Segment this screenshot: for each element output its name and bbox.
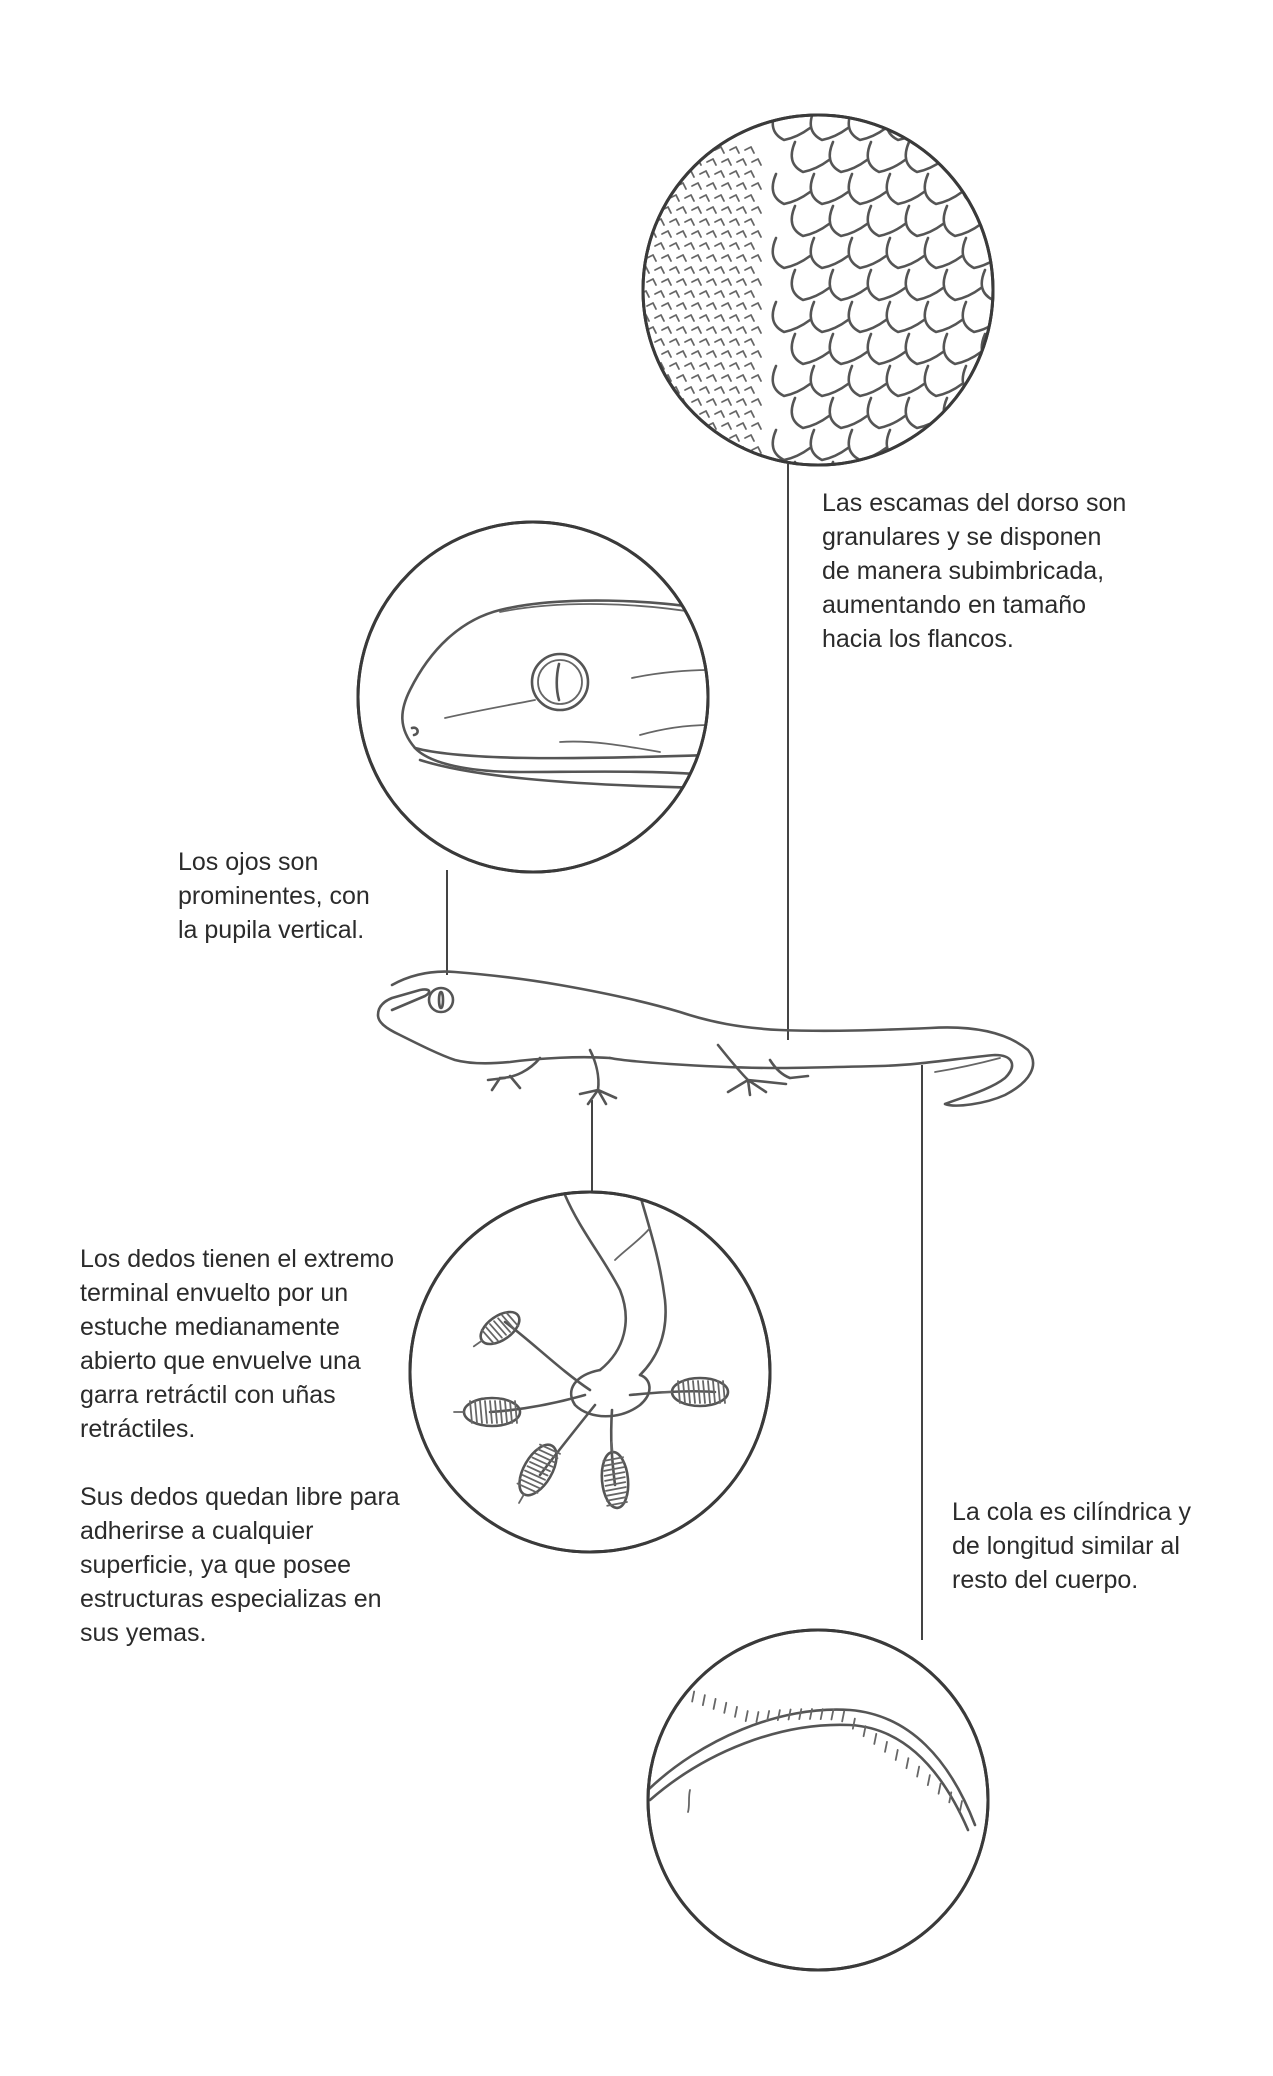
granule bbox=[692, 423, 701, 429]
granule bbox=[700, 435, 709, 441]
granule bbox=[670, 435, 679, 441]
scale bbox=[887, 110, 924, 140]
granule bbox=[655, 387, 664, 393]
granule bbox=[655, 147, 664, 153]
caption-line: Los dedos tienen el extremo bbox=[80, 1242, 420, 1276]
granule bbox=[662, 399, 671, 405]
tail-detail-circle bbox=[648, 1630, 988, 1970]
scale bbox=[1020, 398, 1057, 428]
granule bbox=[655, 435, 664, 441]
granule bbox=[640, 411, 649, 417]
foot-detail-circle bbox=[410, 1192, 770, 1552]
caption-line: granulares y se disponen bbox=[822, 520, 1162, 554]
granule bbox=[655, 411, 664, 417]
caption-line: La cola es cilíndrica y bbox=[952, 1495, 1252, 1529]
granule bbox=[640, 435, 649, 441]
granule bbox=[685, 147, 694, 153]
granule bbox=[670, 411, 679, 417]
caption-line: Las escamas del dorso son bbox=[822, 486, 1162, 520]
granule bbox=[640, 363, 649, 369]
scale bbox=[1001, 302, 1038, 332]
caption-line: superficie, ya que posee bbox=[80, 1548, 420, 1582]
caption-line: aumentando en tamaño bbox=[822, 588, 1162, 622]
scale bbox=[1020, 142, 1057, 172]
scale bbox=[1001, 174, 1038, 204]
caption-line: prominentes, con bbox=[178, 879, 478, 913]
granule bbox=[677, 423, 686, 429]
granule bbox=[700, 147, 709, 153]
caption-line: Los ojos son bbox=[178, 845, 478, 879]
paragraph-gap bbox=[80, 1446, 420, 1480]
granule bbox=[640, 195, 649, 201]
granule bbox=[662, 447, 671, 453]
granule bbox=[722, 447, 731, 453]
caption-line: abierto que envuelve una bbox=[80, 1344, 420, 1378]
claw bbox=[612, 1442, 613, 1452]
scale bbox=[944, 142, 981, 172]
tail-mark bbox=[671, 1684, 673, 1694]
granule bbox=[662, 159, 671, 165]
scale bbox=[1020, 334, 1057, 364]
caption-line: estuche medianamente bbox=[80, 1310, 420, 1344]
caption-line: la pupila vertical. bbox=[178, 913, 478, 947]
eye-detail-circle bbox=[358, 522, 710, 872]
caption-line: resto del cuerpo. bbox=[952, 1563, 1252, 1597]
scales-detail-circle bbox=[640, 110, 1057, 492]
granule bbox=[707, 447, 716, 453]
scale bbox=[1020, 206, 1057, 236]
caption-toes: Los dedos tienen el extremo terminal env… bbox=[80, 1242, 420, 1650]
granule bbox=[685, 435, 694, 441]
granule bbox=[647, 399, 656, 405]
caption-line: retráctiles. bbox=[80, 1412, 420, 1446]
granule bbox=[647, 423, 656, 429]
granule bbox=[647, 159, 656, 165]
scale bbox=[925, 430, 962, 460]
granule bbox=[670, 171, 679, 177]
caption-line: adherirse a cualquier bbox=[80, 1514, 420, 1548]
granule bbox=[647, 447, 656, 453]
caption-dorsal-scales: Las escamas del dorso son granulares y s… bbox=[822, 486, 1162, 656]
scale bbox=[1020, 270, 1057, 300]
granule bbox=[640, 219, 649, 225]
granule bbox=[640, 147, 649, 153]
scale bbox=[963, 430, 1000, 460]
caption-line: de longitud similar al bbox=[952, 1529, 1252, 1563]
granule bbox=[640, 171, 649, 177]
gecko-illustration bbox=[378, 972, 1033, 1106]
caption-line: hacia los flancos. bbox=[822, 622, 1162, 656]
caption-line: terminal envuelto por un bbox=[80, 1276, 420, 1310]
granule bbox=[655, 195, 664, 201]
caption-line: estructuras especializas en bbox=[80, 1582, 420, 1616]
scale bbox=[1001, 110, 1038, 140]
granule bbox=[647, 375, 656, 381]
caption-eyes: Los ojos son prominentes, con la pupila … bbox=[178, 845, 478, 947]
granule bbox=[655, 171, 664, 177]
granule bbox=[677, 159, 686, 165]
scale bbox=[963, 110, 1000, 140]
caption-line: de manera subimbricada, bbox=[822, 554, 1162, 588]
scale bbox=[1001, 366, 1038, 396]
scale bbox=[982, 206, 1019, 236]
granule bbox=[670, 147, 679, 153]
caption-line: Sus dedos quedan libre para bbox=[80, 1480, 420, 1514]
granule bbox=[640, 339, 649, 345]
caption-tail: La cola es cilíndrica y de longitud simi… bbox=[952, 1495, 1252, 1597]
scale bbox=[982, 398, 1019, 428]
granule bbox=[677, 447, 686, 453]
scale bbox=[1001, 430, 1038, 460]
caption-line: garra retráctil con uñas bbox=[80, 1378, 420, 1412]
scale bbox=[982, 142, 1019, 172]
tail-mark bbox=[660, 1681, 662, 1691]
granule bbox=[662, 183, 671, 189]
granule bbox=[662, 423, 671, 429]
granule bbox=[647, 183, 656, 189]
granule bbox=[692, 447, 701, 453]
caption-line: sus yemas. bbox=[80, 1616, 420, 1650]
granule bbox=[647, 207, 656, 213]
granule bbox=[640, 387, 649, 393]
scale bbox=[1001, 238, 1038, 268]
scale bbox=[925, 110, 962, 140]
